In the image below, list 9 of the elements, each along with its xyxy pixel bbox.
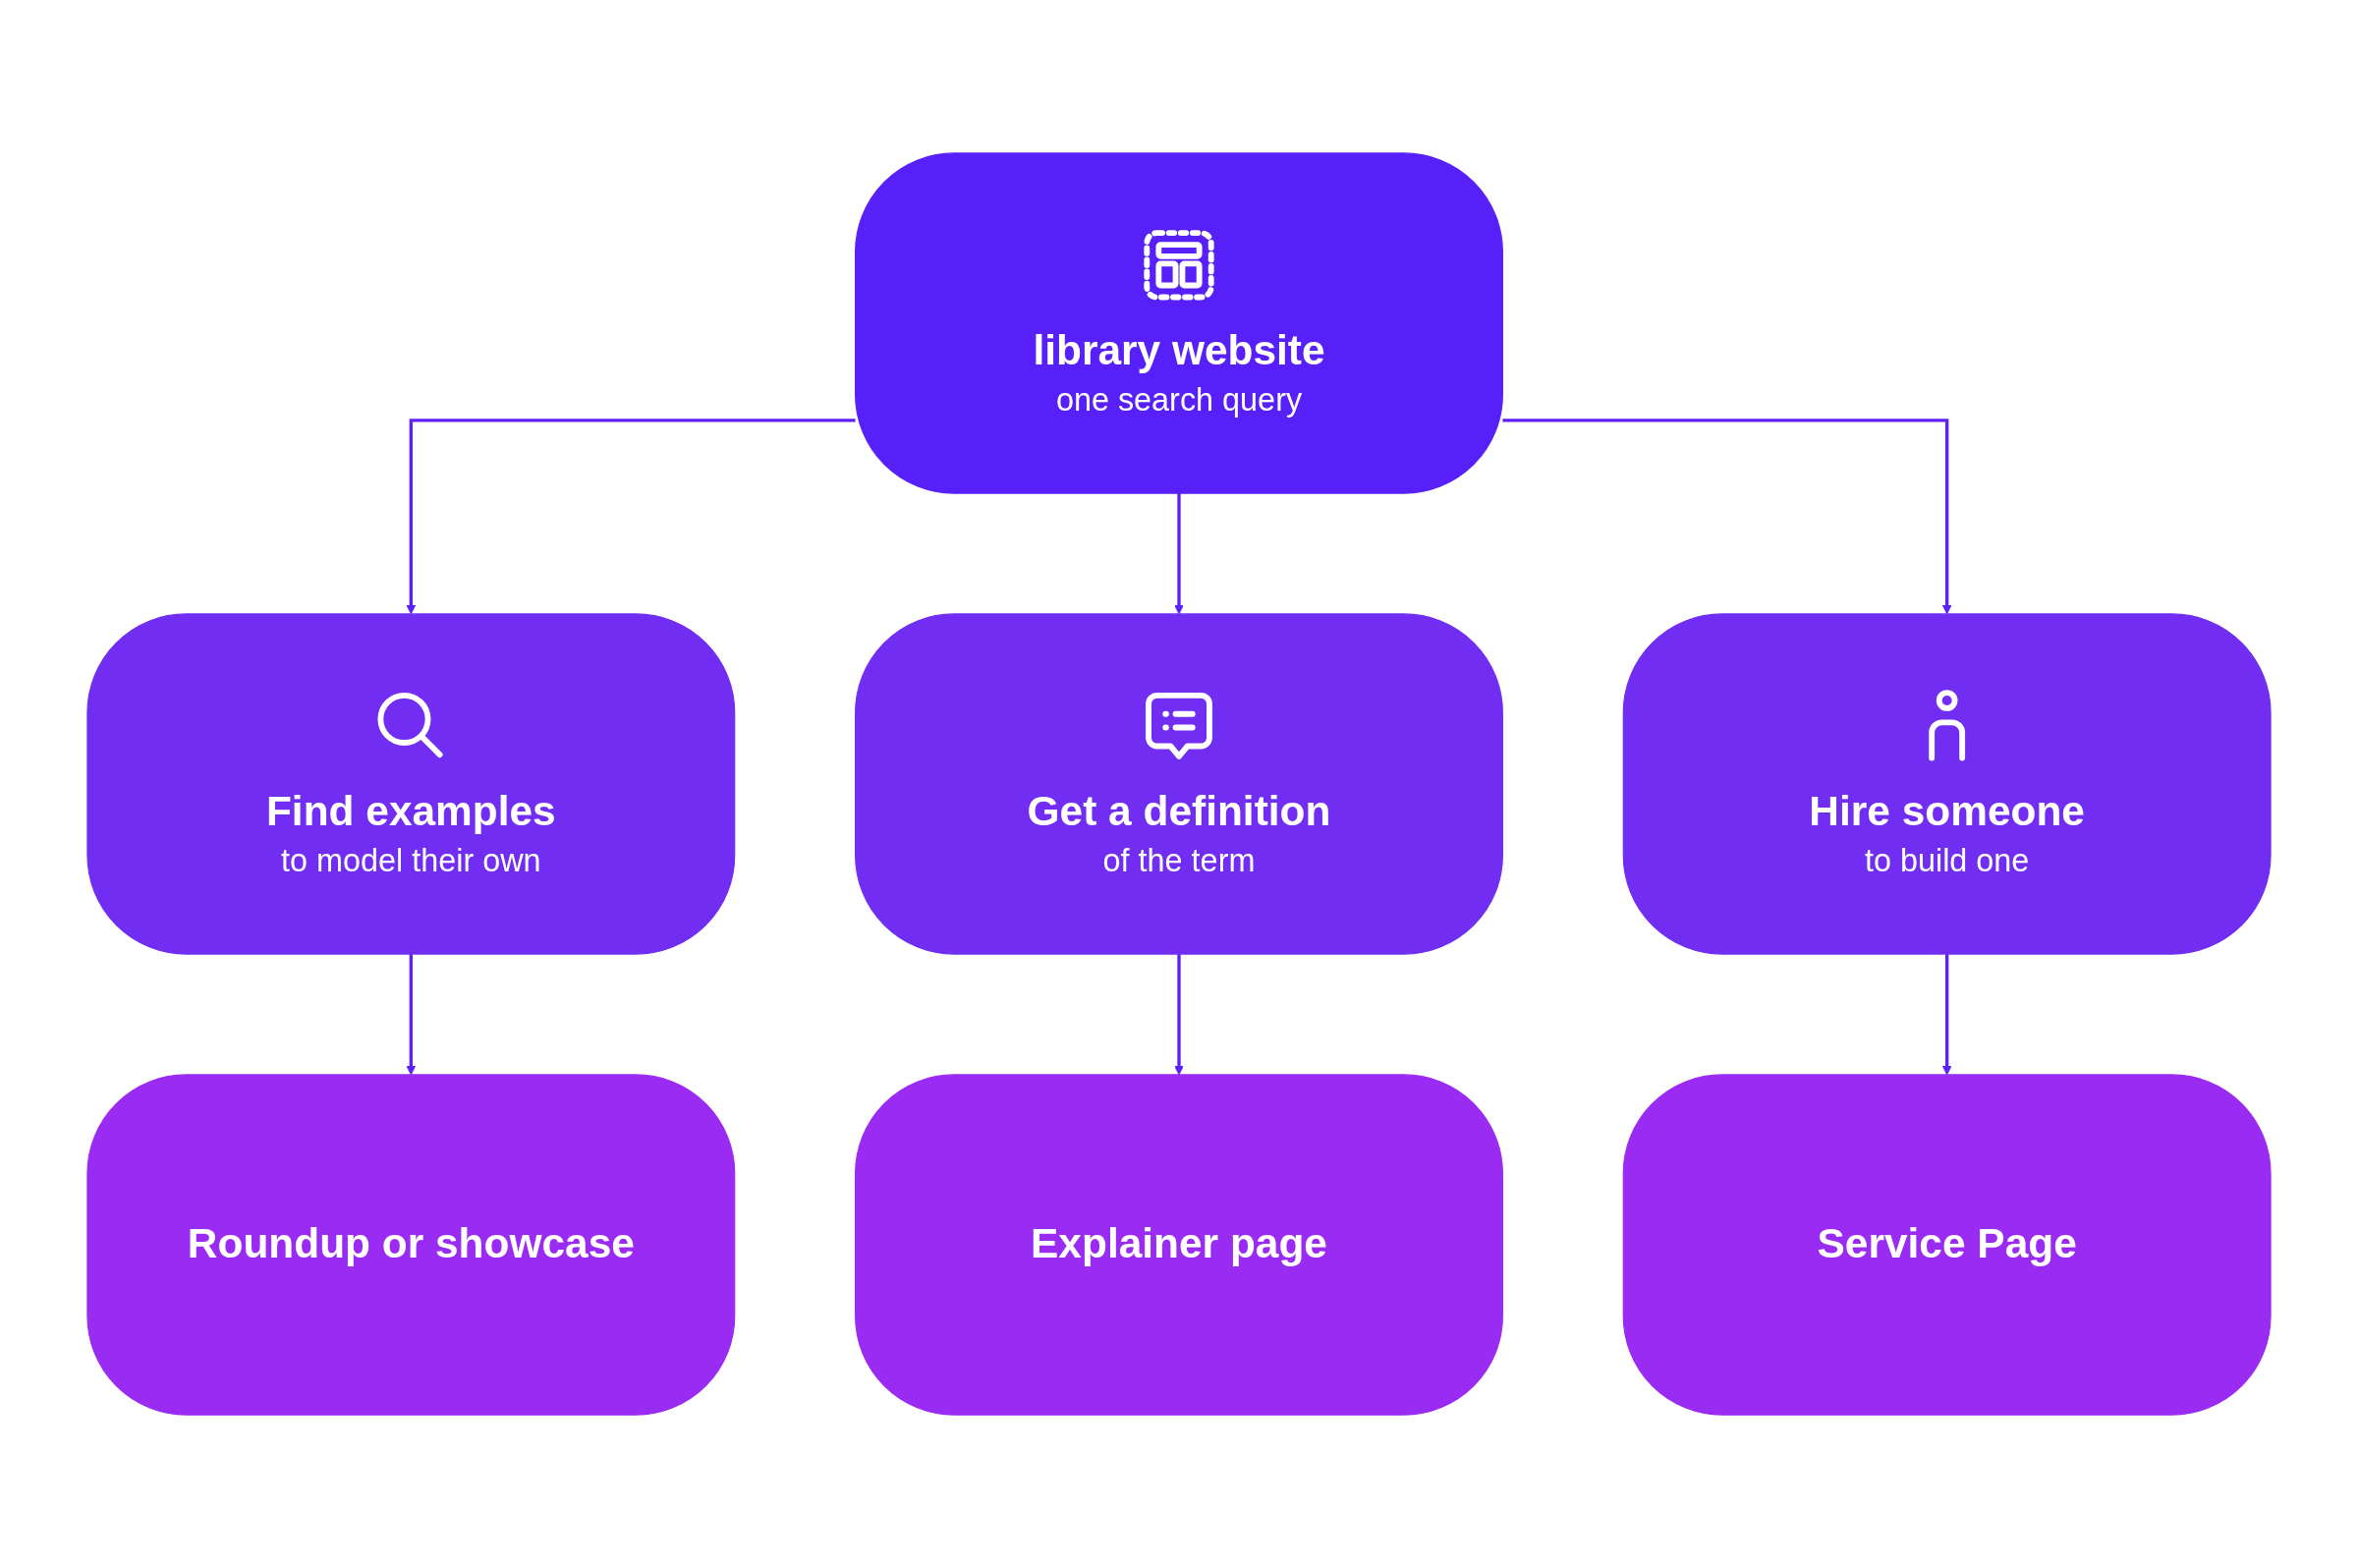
node-box: Get a definition of the term xyxy=(855,613,1503,955)
arrow xyxy=(1502,419,1952,615)
arrow xyxy=(406,419,856,615)
node-box: library website one search query xyxy=(855,152,1503,494)
node-box: Hire someone to build one xyxy=(1622,613,2272,955)
node-box: Service Page xyxy=(1622,1074,2272,1416)
node-box: Explainer page xyxy=(855,1074,1503,1416)
node-box: Roundup or showcase xyxy=(86,1074,736,1416)
node-box: Find examples to model their own xyxy=(86,613,736,955)
